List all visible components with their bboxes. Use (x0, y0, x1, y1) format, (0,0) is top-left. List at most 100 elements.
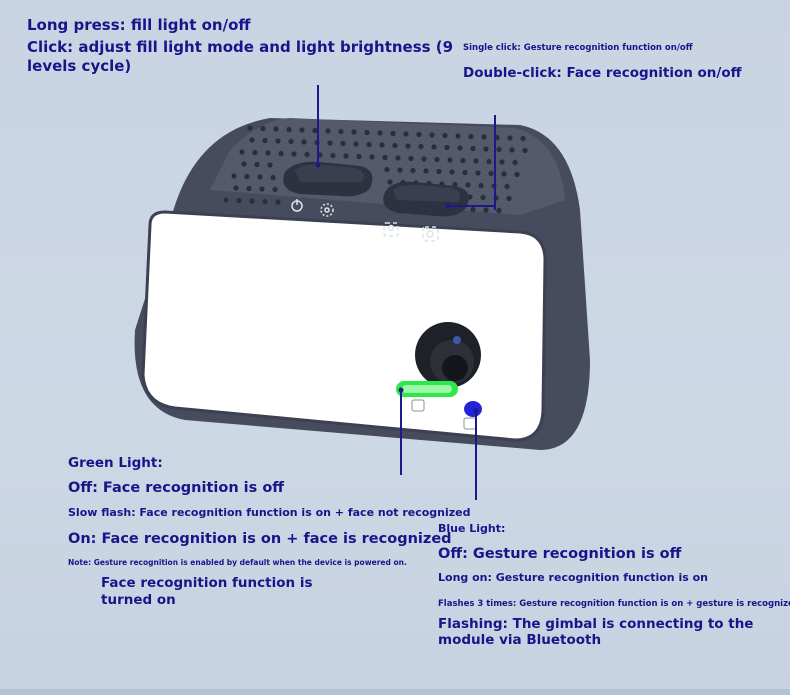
speaker-hole (288, 138, 294, 145)
speaker-hole (246, 185, 252, 192)
double-click-text: Double-click: Face recognition on/off (463, 65, 742, 81)
speaker-hole (473, 158, 479, 164)
speaker-hole (366, 141, 372, 148)
speaker-hole (423, 168, 429, 174)
speaker-hole (338, 128, 344, 135)
speaker-hole (392, 142, 398, 149)
speaker-hole (382, 154, 388, 161)
blue-flash-3: Flashes 3 times: Gesture recognition fun… (438, 599, 790, 609)
speaker-hole (325, 128, 331, 134)
speaker-hole (233, 185, 239, 191)
speaker-hole (475, 170, 481, 176)
speaker-hole (520, 135, 526, 142)
speaker-hole (397, 167, 403, 173)
speaker-hole (483, 207, 489, 213)
speaker-hole (327, 140, 333, 146)
speaker-hole (395, 155, 401, 161)
speaker-hole (431, 144, 437, 150)
camera-lens (415, 322, 481, 388)
speaker-hole (257, 174, 263, 180)
speaker-hole (447, 157, 453, 163)
speaker-hole (481, 134, 487, 140)
speaker-hole (496, 146, 502, 153)
recognition-button[interactable] (383, 181, 469, 217)
green-extra-2: turned on (101, 592, 176, 608)
speaker-hole (239, 149, 245, 155)
speaker-hole (462, 169, 468, 176)
light-icon (320, 203, 334, 217)
speaker-hole (480, 194, 486, 201)
speaker-hole (304, 151, 310, 158)
speaker-hole (278, 150, 284, 157)
speaker-hole (522, 147, 528, 154)
blue-flashing-2: module via Bluetooth (438, 632, 602, 648)
speaker-hole (223, 197, 229, 203)
pointer-lines (317, 85, 496, 500)
speaker-hole (270, 174, 276, 181)
speaker-hole (236, 197, 242, 204)
speaker-hole (299, 127, 305, 133)
speaker-hole (390, 130, 396, 137)
speaker-hole (262, 137, 268, 144)
speaker-hole (408, 155, 414, 162)
speaker-hole (384, 166, 390, 173)
speaker-hole (506, 195, 512, 202)
speaker-hole (452, 181, 458, 188)
speaker-hole (254, 161, 260, 168)
speaker-hole (405, 143, 411, 149)
speaker-hole (436, 168, 442, 175)
speaker-hole (353, 141, 359, 147)
speaker-hole (272, 186, 278, 193)
green-extra-1: Face recognition function is (101, 575, 313, 591)
speaker-hole (301, 139, 307, 145)
speaker-hole (249, 137, 255, 143)
speaker-hole (514, 171, 520, 178)
note: Note: Gesture recognition is enabled by … (68, 558, 407, 567)
speaker-hole (403, 131, 409, 137)
speaker-hole (330, 152, 336, 159)
single-click-text: Single click: Gesture recognition functi… (463, 43, 693, 53)
power-icon (291, 199, 303, 212)
speaker-hole (488, 170, 494, 177)
fill-light-long-press: Long press: fill light on/off (27, 16, 251, 34)
speaker-hole (509, 147, 515, 153)
blue-off: Off: Gesture recognition is off (438, 546, 682, 562)
speaker-hole (496, 207, 502, 214)
fill-light-button[interactable] (283, 161, 373, 197)
speaker-hole (343, 153, 349, 159)
green-slow-flash: Slow flash: Face recognition function is… (68, 506, 471, 519)
speaker-hole (504, 183, 510, 190)
speaker-hole (468, 133, 474, 140)
speaker-hole (478, 182, 484, 189)
fill-light-click-cont: levels cycle) (27, 57, 132, 75)
speaker-hole (265, 150, 271, 156)
speaker-hole (444, 144, 450, 151)
speaker-hole (379, 142, 385, 148)
speaker-hole (249, 198, 255, 204)
speaker-hole (364, 129, 370, 136)
speaker-hole (291, 151, 297, 157)
blue-flashing-1: Flashing: The gimbal is connecting to th… (438, 616, 754, 632)
speaker-hole (470, 206, 476, 213)
green-light-title: Green Light: (68, 455, 163, 471)
speaker-hole (340, 140, 346, 147)
green-on: On: Face recognition is on + face is rec… (68, 531, 452, 547)
speaker-hole (418, 143, 424, 150)
speaker-hole (275, 138, 281, 144)
speaker-hole (244, 173, 250, 180)
speaker-hole (267, 162, 273, 168)
speaker-hole (429, 132, 435, 138)
speaker-hole (231, 173, 237, 179)
speaker-hole (377, 130, 383, 136)
blue-long-on: Long on: Gesture recognition function is… (438, 571, 708, 584)
speaker-hole (421, 156, 427, 162)
speaker-hole (501, 171, 507, 177)
speaker-hole (275, 199, 281, 205)
speaker-hole (457, 145, 463, 151)
blue-indicator-light (464, 401, 482, 417)
fill-light-click: Click: adjust fill light mode and light … (27, 38, 454, 56)
speaker-hole (470, 145, 476, 152)
speaker-hole (273, 126, 279, 132)
gesture-frame-icon (422, 226, 439, 242)
